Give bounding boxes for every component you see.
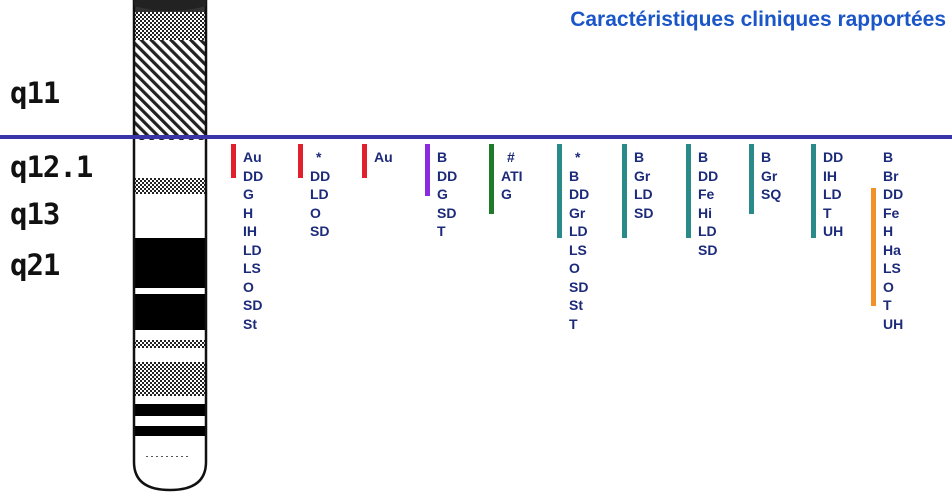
case-feature: B <box>883 148 903 167</box>
case-bar <box>557 144 562 238</box>
case-feature: SQ <box>761 185 781 204</box>
case-feature: SD <box>698 241 718 260</box>
case-bar <box>871 188 876 306</box>
case-feature: UH <box>883 315 903 334</box>
case-feature: St <box>243 315 263 334</box>
band-q26 <box>134 396 206 404</box>
band-q22-2 <box>134 294 206 330</box>
band-q12-1 <box>134 140 206 178</box>
case-feature: Hi <box>698 204 718 223</box>
case-feature: T <box>883 296 903 315</box>
case-bar <box>749 144 754 214</box>
case-feature: SD <box>243 296 263 315</box>
band-q23 <box>134 330 206 340</box>
band-label-q13: q13 <box>10 197 59 231</box>
case-feature: T <box>569 315 589 334</box>
diagram-title: Caractéristiques cliniques rapportées <box>570 8 946 32</box>
band-label-q21: q21 <box>10 248 59 282</box>
case-feature: St <box>569 296 589 315</box>
case-feature: DD <box>883 185 903 204</box>
case-feature: Fe <box>698 185 718 204</box>
case-mark: # <box>501 148 523 167</box>
case-feature: UH <box>823 222 843 241</box>
case-feature: B <box>437 148 457 167</box>
case-feature: H <box>243 204 263 223</box>
band-q21 <box>134 238 206 288</box>
case-feature: IH <box>243 222 263 241</box>
case-feature: O <box>310 204 330 223</box>
case-feature: DD <box>698 167 718 186</box>
case-feature: LS <box>883 259 903 278</box>
case-bar <box>622 144 627 238</box>
band-q29 <box>134 436 206 496</box>
case-feature: G <box>437 185 457 204</box>
band-q25 <box>134 362 206 396</box>
band-q13 <box>134 194 206 238</box>
band-stalk <box>134 12 206 40</box>
band-q11 <box>134 40 206 140</box>
case-feature: G <box>243 185 263 204</box>
case-feature: DD <box>569 185 589 204</box>
case-feature: B <box>569 167 589 186</box>
case-feature: Au <box>374 148 393 167</box>
case-feature: H <box>883 222 903 241</box>
case-feature: LD <box>243 241 263 260</box>
case-feature: T <box>437 222 457 241</box>
case-feature: B <box>761 148 781 167</box>
band-label-q11: q11 <box>10 76 59 110</box>
case-feature: LD <box>823 185 843 204</box>
case-feature: O <box>569 259 589 278</box>
case-feature: DD <box>823 148 843 167</box>
band-q24-1 <box>134 340 206 348</box>
case-feature: Fe <box>883 204 903 223</box>
case-feature: Gr <box>761 167 781 186</box>
case-feature: SD <box>634 204 653 223</box>
band-q22-1 <box>134 288 206 294</box>
case-bar <box>425 144 430 196</box>
band-q28-1 <box>134 416 206 426</box>
case-feature: O <box>243 278 263 297</box>
case-feature: SD <box>310 222 330 241</box>
case-feature: LD <box>569 222 589 241</box>
breakpoint-line <box>0 135 952 139</box>
case-feature: T <box>823 204 843 223</box>
case-feature: LD <box>634 185 653 204</box>
band-terminal-dots <box>146 454 190 459</box>
case-feature: LD <box>698 222 718 241</box>
case-mark: * <box>569 148 589 167</box>
case-bar <box>489 144 494 214</box>
case-feature: IH <box>823 167 843 186</box>
band-q24-2 <box>134 348 206 362</box>
case-bar <box>686 144 691 238</box>
band-q28-2 <box>134 426 206 436</box>
case-feature: Br <box>883 167 903 186</box>
case-feature: LS <box>569 241 589 260</box>
case-bar <box>231 144 236 178</box>
case-feature: LD <box>310 185 330 204</box>
case-feature: B <box>634 148 653 167</box>
case-feature: LS <box>243 259 263 278</box>
band-q27 <box>134 404 206 416</box>
case-bar <box>298 144 303 178</box>
band-label-q12-1: q12.1 <box>10 150 92 184</box>
case-feature: Au <box>243 148 263 167</box>
case-feature: Ha <box>883 241 903 260</box>
case-bar <box>362 144 367 178</box>
band-q12-2 <box>134 178 206 194</box>
case-feature: G <box>501 185 523 204</box>
case-feature: SD <box>569 278 589 297</box>
case-feature: O <box>883 278 903 297</box>
case-feature: DD <box>310 167 330 186</box>
case-mark: * <box>310 148 330 167</box>
case-feature: SD <box>437 204 457 223</box>
case-feature: Gr <box>569 204 589 223</box>
case-feature: Gr <box>634 167 653 186</box>
case-feature: ATI <box>501 167 523 186</box>
case-feature: DD <box>243 167 263 186</box>
case-feature: B <box>698 148 718 167</box>
case-feature: DD <box>437 167 457 186</box>
case-bar <box>811 144 816 238</box>
